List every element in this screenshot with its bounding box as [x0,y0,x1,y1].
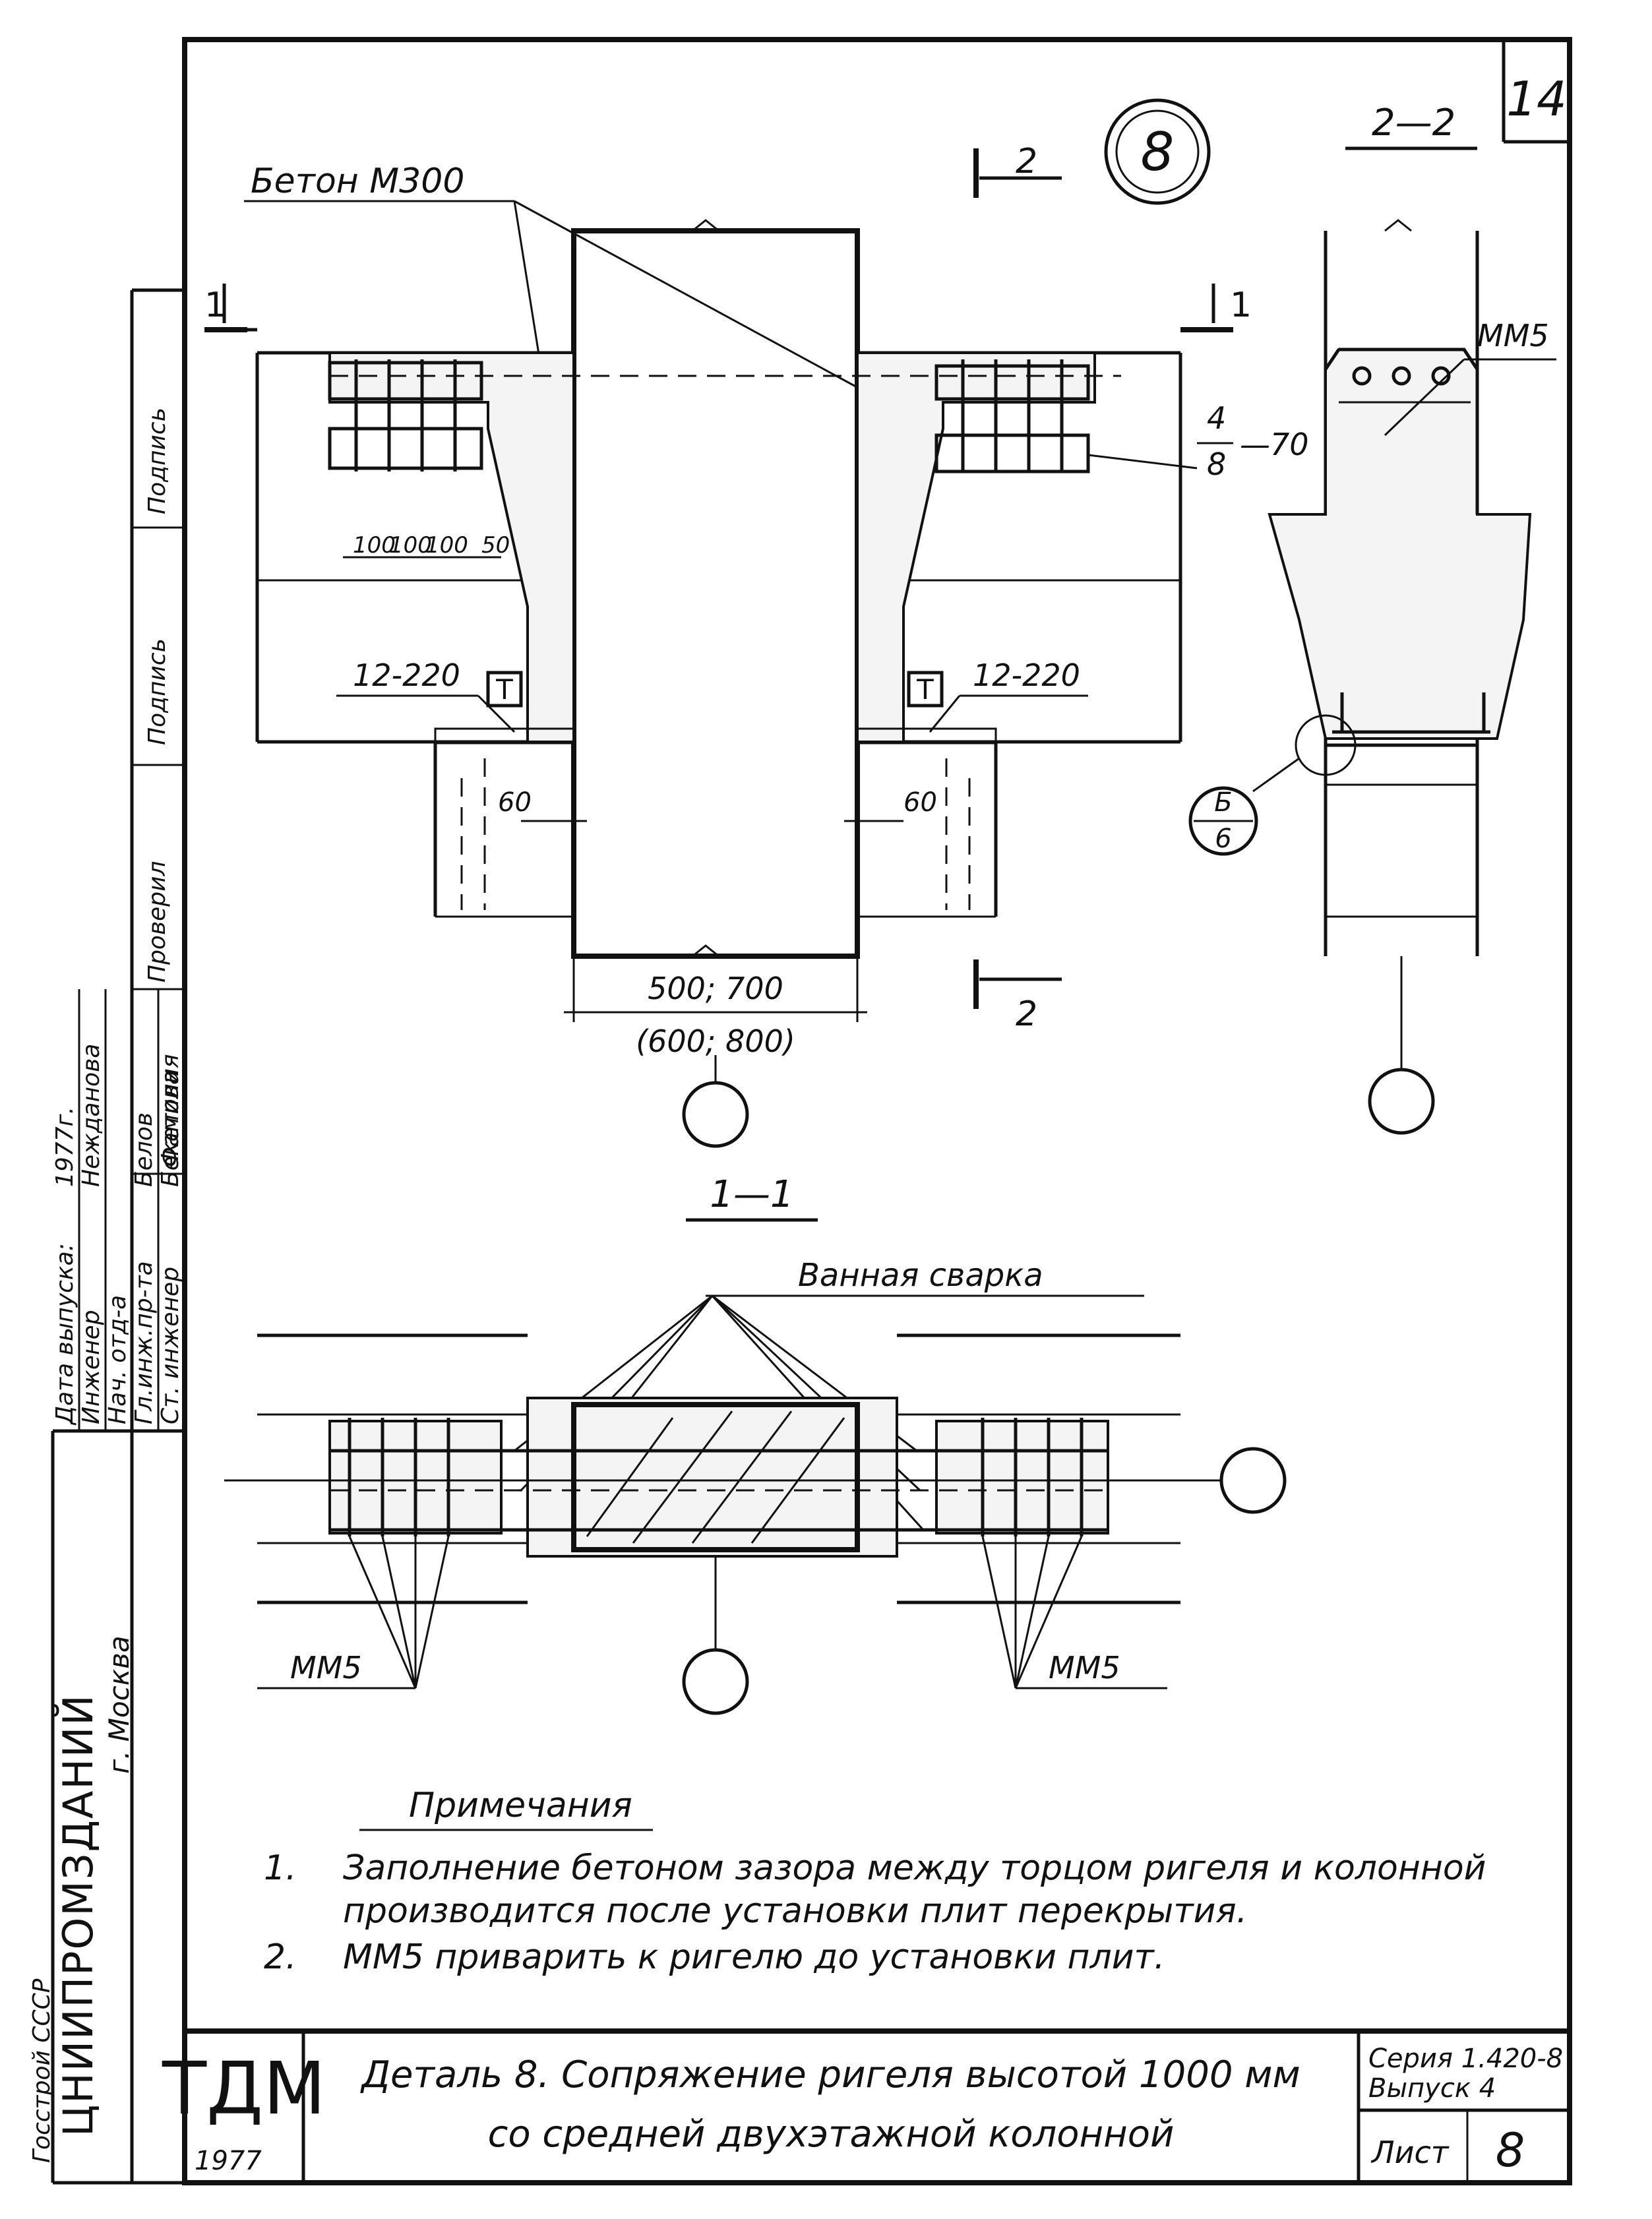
spacing-100a: 100 [353,532,396,559]
note-2-line1: ММ5 приварить к ригелю до установки плит… [343,1937,1165,1977]
stamp-col-3: Проверил [144,861,171,983]
stamp-name-3: Бекетова [157,1070,184,1187]
stamp-role-5: Дата выпуска: [51,1243,78,1426]
title-block: ТДМ 1977 Деталь 8. Сопряжение ригеля выс… [162,2028,1570,2183]
stamp-role-3: Ст. инженер [157,1267,184,1424]
column [571,228,860,959]
mm5-top-label: ММ5 [1477,318,1549,353]
node-den: 6 [1215,824,1231,854]
sheet-frame [182,37,1572,2185]
stamp-col-1: Подпись [144,408,171,514]
cut-2-bottom: 2 [1016,994,1037,1034]
stamp-col-4: Подпись [144,638,171,745]
node-circle [1295,714,1357,776]
plate-left-label: 12-220 [353,657,460,693]
svg-text:T: T [916,673,934,706]
svg-text:T: T [495,673,513,706]
weld-frac-num: 4 [1207,400,1226,436]
stamp-role-4: Инженер [78,1310,105,1424]
note-2-num: 2. [264,1937,297,1977]
stamp-name-2: Белов [131,1112,158,1187]
bath-weld-label: Ванная сварка [798,1257,1043,1294]
detail-mark-outer [1104,98,1211,205]
weld-frac-suffix: —70 [1240,427,1309,462]
org-top: Госстрой СССР [28,1978,55,2163]
node-num: Б [1214,787,1232,818]
tee-symbol-left [486,671,523,708]
weld-frac-den: 8 [1207,446,1226,482]
tdm-logo: ТДМ [162,2046,326,2131]
gap-right: 60 [903,787,937,818]
note-1-line1: Заполнение бетоном зазора между торцом р… [343,1848,1486,1888]
mm5-right-label: ММ5 [1049,1650,1120,1686]
notes-title: Примечания [409,1786,632,1825]
beam-section [1268,348,1532,740]
mm5-left-label: ММ5 [290,1650,362,1686]
gap-left: 60 [498,787,532,818]
column-plan [571,1402,860,1552]
spacing-100b: 100 [389,532,432,559]
title-line-1: Деталь 8. Сопряжение ригеля высотой 1000… [359,2053,1300,2096]
stamp-name-5: 1977г. [51,1107,78,1187]
section-1-1-title: 1—1 [710,1173,793,1216]
org-sub: г. Москва [103,1635,135,1774]
main-elevation: Бетон М300 [204,142,1309,1148]
section-2-2: 2—2 ММ5 Б 6 [1188,102,1556,1135]
stamp-col-2: Фамилия [157,1054,184,1167]
logo-year: 1977 [195,2146,262,2176]
cut-2-top: 2 [1016,142,1037,181]
axis-bubble-elev [682,1081,749,1148]
sheet-value: 8 [1496,2123,1525,2177]
cut-1-left: 1 [204,286,226,325]
column-width-a: 500; 700 [648,971,783,1006]
node-ref-bubble [1188,786,1258,856]
sheet-label: Лист [1370,2135,1450,2170]
plate-right-label: 12-220 [973,657,1080,693]
issue: Выпуск 4 [1368,2073,1496,2104]
notes: Примечания 1. Заполнение бетоном зазора … [264,1786,1486,1977]
axis-bubble-plan-right [1219,1447,1287,1514]
spacing-50: 50 [481,532,510,559]
concrete-label: Бетон М300 [251,162,464,201]
side-stamp: ЦНИИПРОМЗДАНИЙ г. Москва Госстрой СССР Н… [28,288,185,2185]
sheet-corner-number: 14 [1506,71,1567,127]
axis-bubble-section [1368,1068,1435,1135]
section-1-1: 1—1 Ванная сварка [224,1173,1287,1715]
stamp-role-1: Нач. отд-а [104,1295,131,1424]
tee-symbol-right [907,671,944,708]
section-2-2-title: 2—2 [1372,102,1455,144]
series: Серия 1.420-8 [1368,2044,1563,2074]
stamp-name-4: Нежданова [78,1044,105,1187]
axis-bubble-plan-bottom [682,1648,749,1715]
spacing-100c: 100 [425,532,468,559]
note-1-num: 1. [264,1848,297,1888]
stamp-role-2: Гл.инж.пр-та [131,1261,158,1424]
column-width-b: (600; 800) [636,1023,795,1059]
org-main: ЦНИИПРОМЗДАНИЙ [54,1693,102,2137]
cut-1-right: 1 [1230,286,1252,325]
note-1-line2: производится после установки плит перекр… [343,1891,1247,1931]
detail-mark: 8 [1141,121,1175,183]
title-line-2: со средней двухэтажной колонной [488,2113,1175,2156]
